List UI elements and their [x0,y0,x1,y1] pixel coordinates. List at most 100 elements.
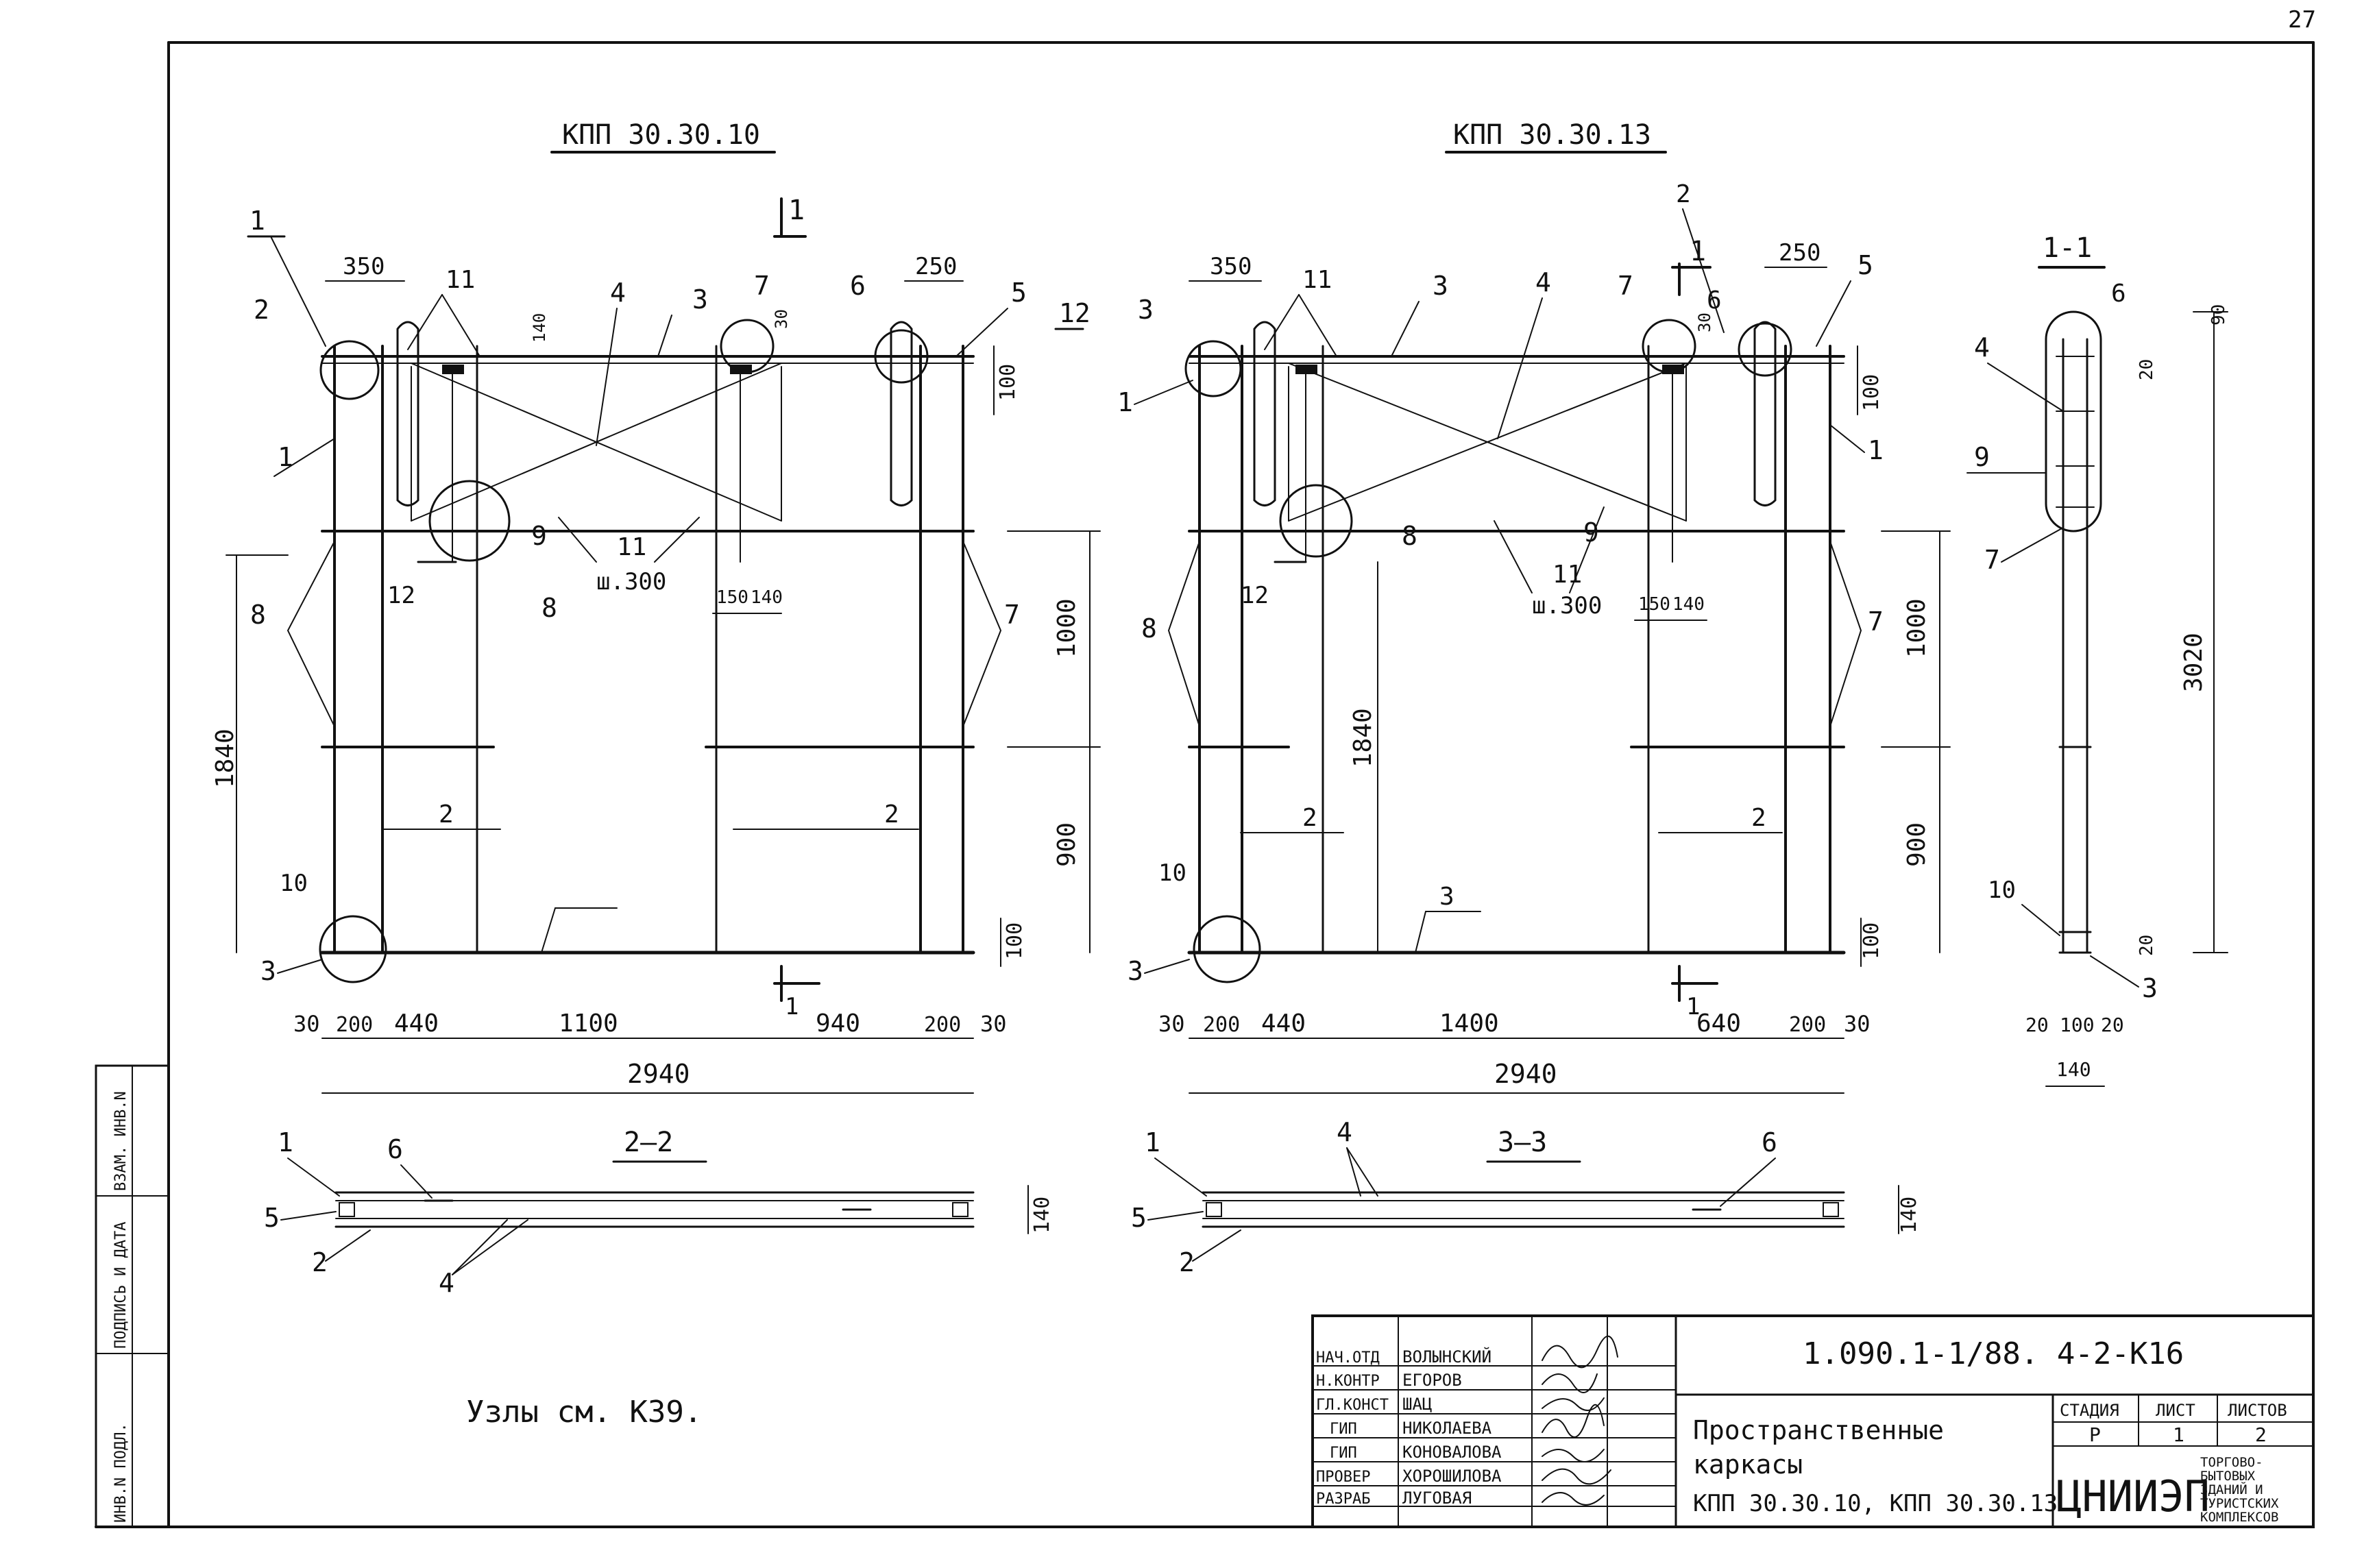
tb-title-line2: каркасы [1693,1449,1803,1480]
left-pos-1b: 1 [278,442,293,472]
sec11-dim-b100: 100 [2060,1014,2095,1036]
right-cut-3: 3 [1128,956,1143,986]
right-pos-1b: 1 [1868,435,1884,465]
left-pos-3a: 3 [692,284,708,315]
sec11-dim-3020: 3020 [2180,633,2208,692]
left-pos-4: 4 [610,278,626,308]
right-dim-b440: 440 [1261,1009,1306,1038]
right-dim-b200b: 200 [1789,1013,1826,1037]
left-pos-8b: 8 [250,600,266,630]
sec22-pos-6: 6 [387,1134,403,1164]
tb-org-sub3: ЗДАНИЙ И [2200,1482,2263,1497]
view-kpp-30-30-13: КПП 30.30.13 3 1 11 [1117,119,1951,1094]
right-cut-1b: 1 [1686,993,1700,1020]
left-dim-250: 250 [915,253,957,280]
right-dim-1000: 1000 [1903,598,1931,658]
tb-name-4: НИКОЛАЕВА [1402,1419,1492,1438]
tb-role-5: ГИП [1330,1445,1357,1462]
tb-sheet-hdr: ЛИСТ [2156,1401,2195,1420]
left-dim-b440: 440 [394,1009,439,1038]
left-dim-1840: 1840 [211,728,239,788]
right-pos-2b: 2 [1302,804,1317,832]
right-pos-1a: 1 [1117,387,1133,417]
sec33-pos-5: 5 [1131,1203,1147,1233]
sec33-pos-2: 2 [1179,1247,1195,1277]
right-dim-250: 250 [1779,239,1820,267]
sec11-dim-b20b: 20 [2101,1014,2124,1036]
right-dim-30: 30 [1695,313,1714,332]
right-dim-100: 100 [1860,374,1884,411]
right-dim-100b: 100 [1860,922,1884,959]
section-3-3: 3—3 1 5 2 4 6 140 [1131,1117,1921,1277]
left-pos-2: 2 [254,295,269,325]
sheet-frame [95,41,2315,1528]
left-dim-total: 2940 [627,1059,690,1089]
sec11-pos-3: 3 [2142,973,2158,1003]
left-dim-100: 100 [996,364,1020,401]
left-cut-1a: 1 [788,195,805,226]
tb-name-5: КОНОВАЛОВА [1402,1443,1502,1462]
view-title-left: КПП 30.30.10 [562,119,760,151]
right-pos-4: 4 [1535,267,1551,297]
left-pos-8a: 8 [541,593,557,623]
tb-name-1: ВОЛЫНСКИЙ [1402,1347,1491,1367]
right-pos-7a: 7 [1618,271,1633,301]
left-pos-11b: 11 [617,533,646,561]
left-dim-b940: 940 [816,1009,860,1038]
right-pos-7b: 7 [1868,607,1884,637]
left-dim-b30b: 30 [980,1011,1007,1037]
right-pos-3a: 3 [1138,295,1154,325]
sec33-pos-4: 4 [1337,1117,1352,1147]
sec11-pos-6: 6 [2111,280,2126,308]
sec22-pos-2: 2 [312,1247,328,1277]
right-dim-350: 350 [1210,253,1252,280]
sec11-dim-90: 90 [2208,304,2229,326]
left-dim-150: 150 [716,587,748,608]
sec11-pos-4: 4 [1974,332,1990,363]
right-dim-150: 150 [1638,594,1670,615]
view-title-right: КПП 30.30.13 [1453,119,1651,151]
right-pos-2: 2 [1676,180,1691,208]
page-number: 27 [2288,6,2316,34]
left-pos-6: 6 [850,271,866,301]
sec11-dim-20a: 20 [2136,359,2157,380]
left-pos-1a: 1 [249,206,265,236]
left-dim-140b: 140 [751,587,783,608]
tb-name-3: ШАЦ [1402,1395,1432,1414]
left-pos-3b: 3 [260,956,276,986]
sec11-dim-20b: 20 [2136,935,2157,956]
tb-name-6: ХОРОШИЛОВА [1402,1467,1502,1486]
sec33-pos-1: 1 [1145,1127,1160,1157]
strip-field-inv: ИНВ.N ПОДЛ. [112,1423,130,1523]
left-sh-300: ш.300 [596,568,666,596]
right-dim-140: 140 [1672,594,1705,615]
tb-name-2: ЕГОРОВ [1402,1371,1462,1390]
left-pos-7a: 7 [754,271,770,301]
section-1-1-title: 1-1 [2043,232,2092,264]
tb-sheets-val: 2 [2255,1423,2267,1446]
left-dim-b30: 30 [293,1011,320,1037]
left-dim-b1100: 1100 [559,1009,618,1038]
right-dim-b30: 30 [1158,1011,1185,1037]
left-cut-2: 2 [257,320,258,321]
tb-org-sub4: ТУРИСТСКИХ [2200,1496,2279,1511]
tb-sheets-hdr: ЛИСТОВ [2228,1401,2287,1420]
right-dim-total: 2940 [1494,1059,1557,1089]
tb-title-line1: Пространственные [1693,1415,1944,1445]
strip-field-sign: ПОДПИСЬ И ДАТА [112,1222,130,1349]
left-dim-140: 140 [530,313,549,343]
right-pos-11a: 11 [1302,266,1332,294]
left-dim-30: 30 [772,309,791,329]
sec11-dim-b20: 20 [2025,1014,2049,1036]
tb-name-7: ЛУГОВАЯ [1402,1489,1472,1508]
sec22-dim-140: 140 [1030,1197,1054,1234]
signatures [1542,1335,1618,1506]
right-dim-900: 900 [1903,822,1931,867]
left-cut-1b: 1 [785,993,799,1020]
tb-role-6: ПРОВЕР [1316,1469,1370,1486]
tb-stage-val: Р [2089,1423,2101,1446]
section-1-1: 1-1 6 4 9 7 10 3 90 20 3020 20 20 100 20… [1966,232,2229,1087]
tb-role-4: ГИП [1330,1421,1357,1438]
right-pos-11b: 11 [1552,561,1582,589]
